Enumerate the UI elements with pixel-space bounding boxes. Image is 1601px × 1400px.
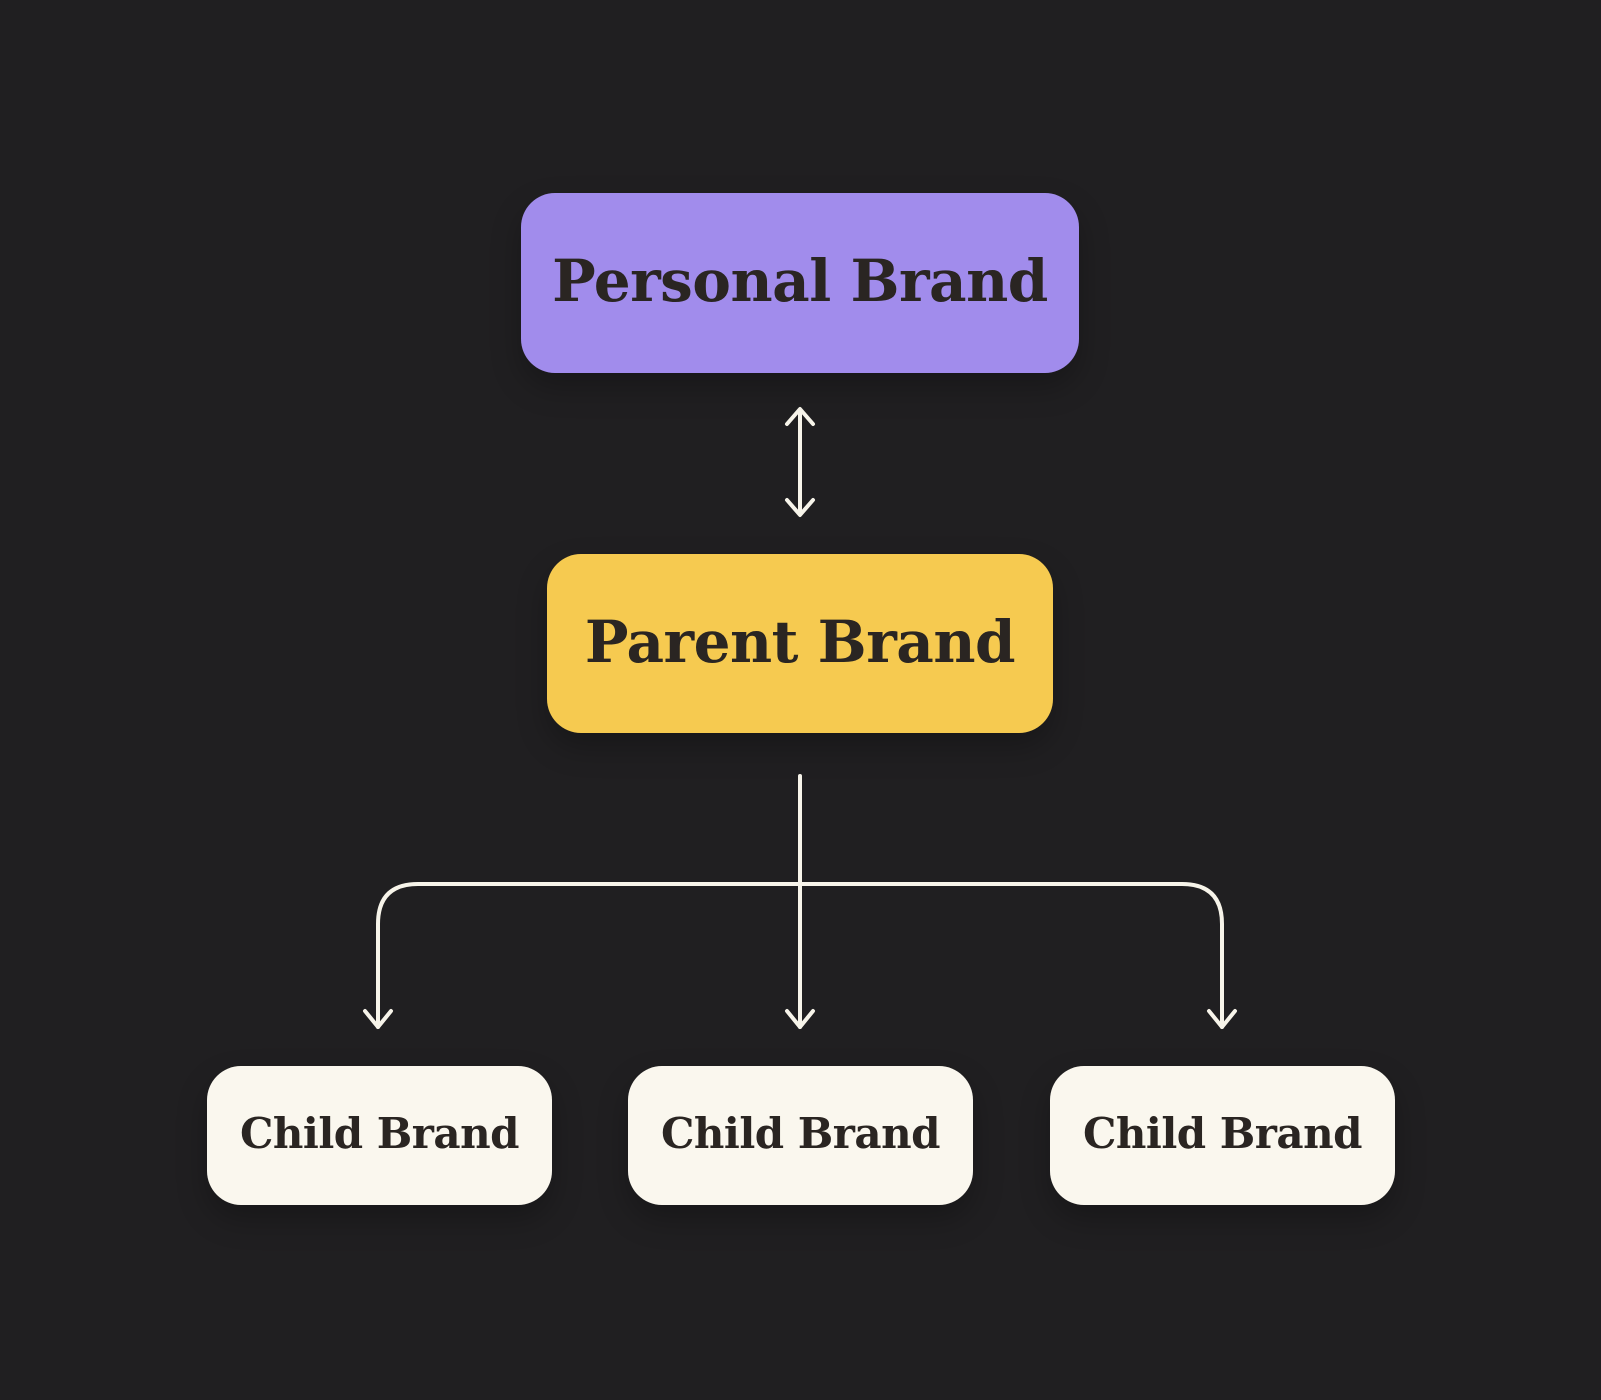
node-parent-brand: Parent Brand: [547, 554, 1053, 733]
node-child-brand-middle: Child Brand: [628, 1066, 973, 1205]
node-parent-brand-label: Parent Brand: [584, 607, 1016, 676]
node-child-brand-middle-label: Child Brand: [660, 1109, 941, 1158]
node-personal-brand: Personal Brand: [521, 193, 1079, 373]
branch-connector: [363, 882, 1237, 1029]
node-child-brand-right: Child Brand: [1050, 1066, 1395, 1205]
parent-to-middle-child-arrow: [785, 774, 815, 1029]
node-child-brand-right-label: Child Brand: [1082, 1109, 1363, 1158]
node-child-brand-left: Child Brand: [207, 1066, 552, 1205]
node-personal-brand-label: Personal Brand: [552, 247, 1048, 315]
bidirectional-arrow: [785, 407, 815, 517]
node-child-brand-left-label: Child Brand: [239, 1109, 520, 1158]
